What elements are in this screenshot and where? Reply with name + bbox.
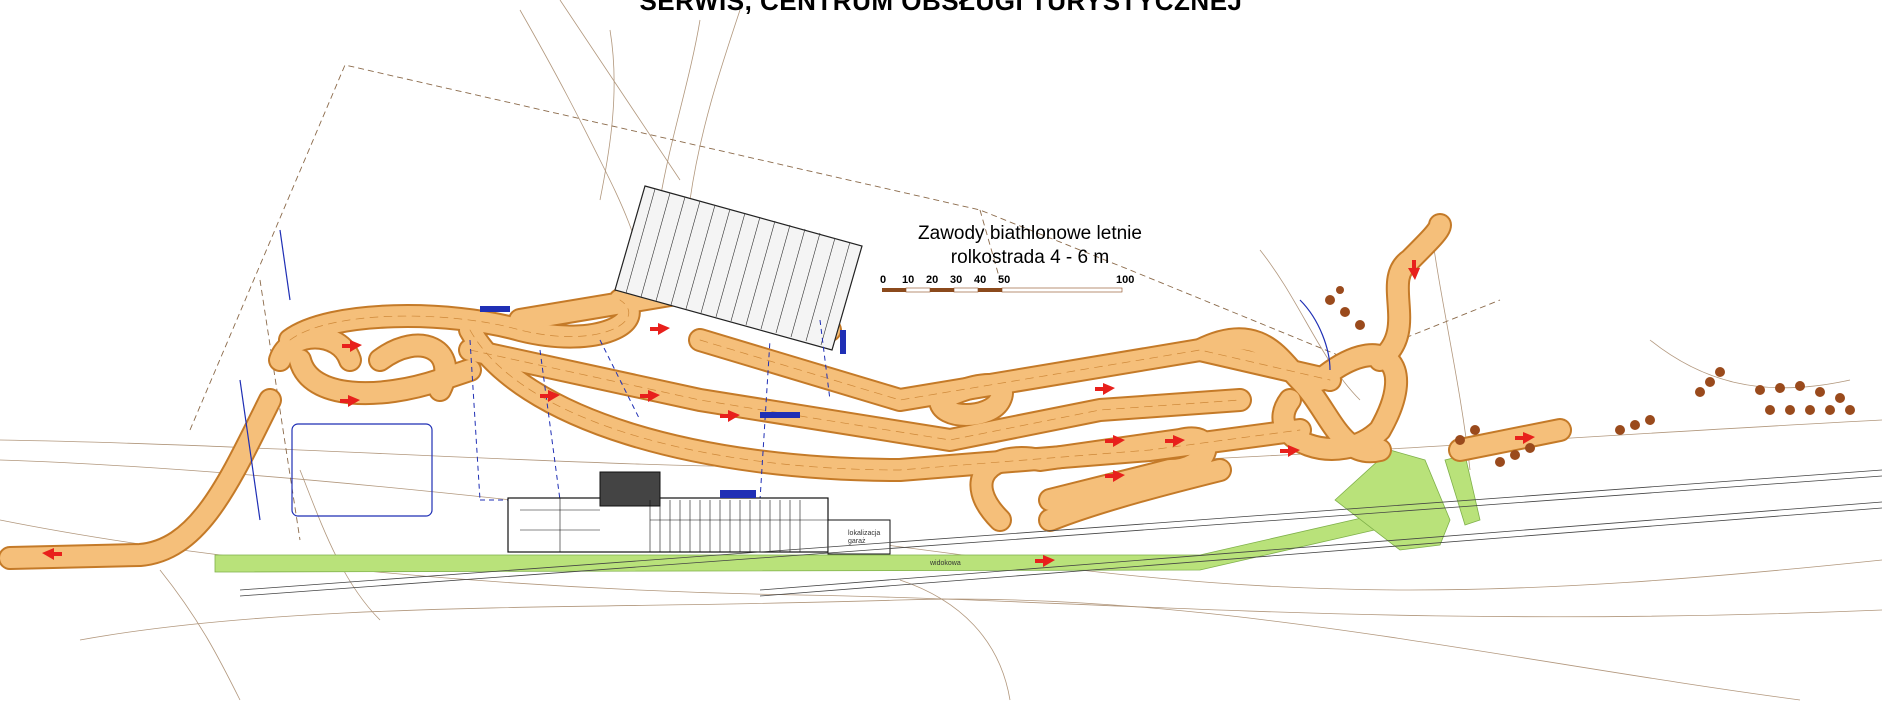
scale-label-100: 100 xyxy=(1116,274,1135,286)
legend-title: Zawody biathlonowe letnie rolkostrada 4 … xyxy=(880,222,1180,270)
rail-lines xyxy=(239,469,1882,597)
strip-label: widokowa xyxy=(930,560,961,567)
scale-label-30: 30 xyxy=(950,274,963,286)
service-building xyxy=(480,306,891,555)
dashed-boundaries xyxy=(189,64,1501,541)
scale-label-20: 20 xyxy=(926,274,939,286)
building-note: lokalizacja garaż xyxy=(848,530,881,545)
direction-arrows xyxy=(42,260,1535,567)
trees xyxy=(1325,286,1855,467)
scale-label-0: 0 xyxy=(880,274,887,286)
parking-outlines xyxy=(239,229,1331,521)
legend-title-line2: rolkostrada 4 - 6 m xyxy=(950,247,1110,268)
scale-label-50: 50 xyxy=(998,274,1011,286)
scale-bar xyxy=(882,287,1123,293)
legend-title-line1: Zawody biathlonowe letnie xyxy=(918,223,1142,244)
scale-label-10: 10 xyxy=(902,274,915,286)
stadium-hatch xyxy=(614,185,863,351)
page-title: SERWIS, CENTRUM OBSŁUGI TURYSTYCZNEJ xyxy=(639,0,1243,16)
scale-label-40: 40 xyxy=(974,274,987,286)
green-areas xyxy=(214,449,1481,573)
